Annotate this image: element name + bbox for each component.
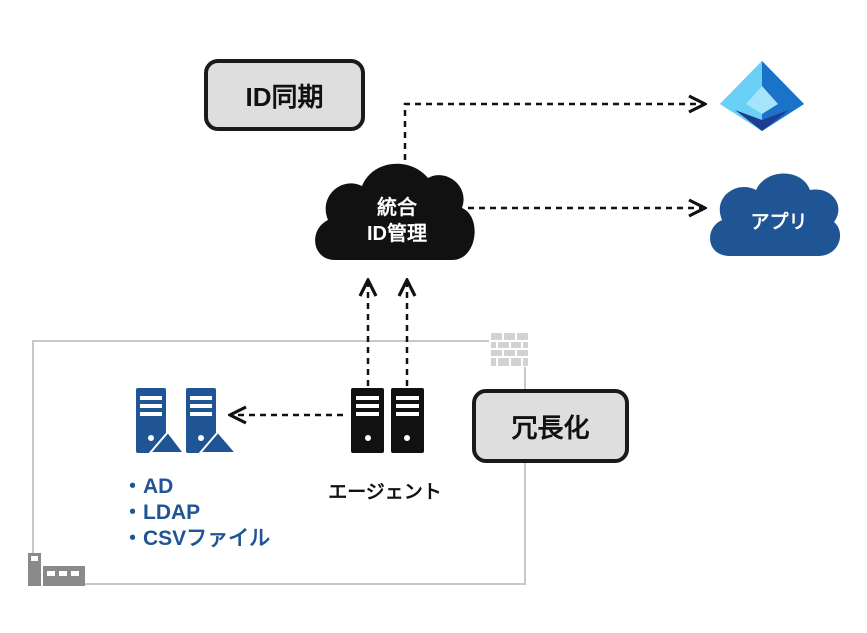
onprem-boundary (32, 340, 526, 585)
list-item: ・AD (122, 475, 174, 498)
entra-id-icon (720, 61, 804, 131)
redundancy-label: 冗長化 (511, 412, 590, 443)
id-sync-label-box: ID同期 (204, 59, 365, 131)
directory-server-1 (136, 388, 187, 454)
list-item: ・CSVファイル (122, 527, 271, 550)
firewall-brick-icon (491, 333, 528, 366)
arrow-sync-to-entra (403, 104, 703, 160)
list-item: ・LDAP (122, 501, 201, 524)
redundancy-label-box: 冗長化 (472, 389, 629, 463)
id-sync-label: ID同期 (245, 81, 324, 112)
cloud-line-2: ID管理 (367, 223, 427, 245)
agent-label: エージェント (328, 482, 442, 503)
office-building-icon (28, 553, 85, 586)
integrated-id-cloud (315, 163, 475, 260)
directory-server-2 (186, 388, 239, 454)
agent-server-1 (351, 388, 384, 453)
cloud-line-1: 統合 (377, 197, 417, 219)
directory-source-list: ・AD ・LDAP ・CSVファイル (122, 474, 270, 552)
agent-server-2 (391, 388, 424, 453)
app-cloud-label: アプリ (750, 212, 808, 233)
integrated-id-cloud-text: 統合 ID管理 (332, 195, 462, 247)
app-cloud-shape (710, 173, 841, 256)
